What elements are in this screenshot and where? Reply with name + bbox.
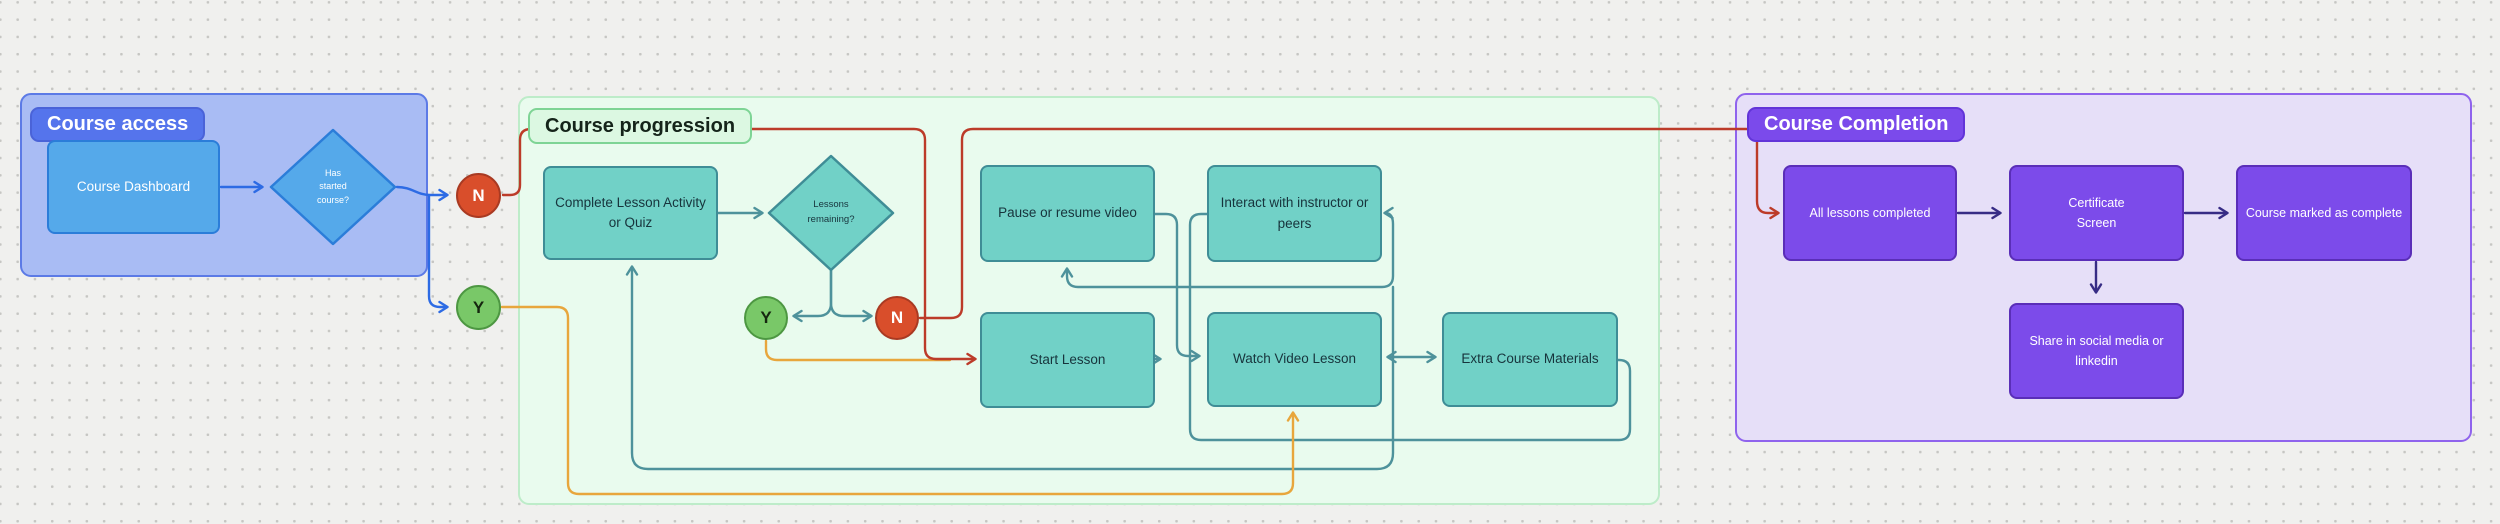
section-course-progression[interactable]: [518, 96, 1660, 505]
connector-loop-back-to-activity[interactable]: [625, 265, 1395, 471]
connector-lessons-remaining-to-y[interactable]: [792, 268, 833, 323]
diamond-label: Has started course?: [316, 167, 350, 205]
connector-watch-pause-interact-loop[interactable]: [1060, 206, 1395, 289]
node-extra-course-materials[interactable]: Extra Course Materials: [1442, 312, 1618, 407]
node-share-social-media[interactable]: Share in social media or linkedin: [2009, 303, 2184, 399]
connector-has-started-to-n1[interactable]: [395, 185, 449, 202]
section-label-course-completion[interactable]: Course Completion: [1747, 107, 1966, 142]
section-course-completion[interactable]: [1735, 93, 2472, 442]
node-no-branch-access[interactable]: N: [456, 173, 501, 218]
node-complete-lesson-activity[interactable]: Complete Lesson Activity or Quiz: [543, 166, 718, 260]
node-all-lessons-completed[interactable]: All lessons completed: [1783, 165, 1957, 261]
node-watch-video-lesson[interactable]: Watch Video Lesson: [1207, 312, 1382, 407]
connector-lessons-remaining-to-n[interactable]: [829, 268, 873, 323]
connector-pause-to-watch[interactable]: [1153, 212, 1201, 363]
node-yes-branch-progression[interactable]: Y: [744, 296, 788, 340]
connector-y1-to-watch-video[interactable]: [500, 305, 1300, 496]
connector-has-started-to-y1[interactable]: [427, 194, 449, 314]
diamond-shape: [269, 128, 397, 246]
node-pause-or-resume-video[interactable]: Pause or resume video: [980, 165, 1155, 262]
node-course-dashboard[interactable]: Course Dashboard: [47, 140, 220, 234]
connector-y2-to-start-lesson[interactable]: [764, 339, 952, 362]
section-label-course-progression[interactable]: Course progression: [528, 108, 753, 144]
node-lessons-remaining-decision[interactable]: Lessons remaining?: [767, 154, 895, 272]
node-certificate-screen[interactable]: Certificate Screen: [2009, 165, 2184, 261]
diamond-label: Lessons remaining?: [807, 199, 855, 225]
node-interact-with-instructor[interactable]: Interact with instructor or peers: [1207, 165, 1382, 262]
node-yes-branch-access[interactable]: Y: [456, 285, 501, 330]
node-no-branch-progression[interactable]: N: [875, 296, 919, 340]
section-label-course-access[interactable]: Course access: [30, 107, 206, 142]
diamond-shape: [767, 154, 895, 272]
node-course-marked-complete[interactable]: Course marked as complete: [2236, 165, 2412, 261]
connector-n2-to-all-lessons[interactable]: [918, 127, 1780, 320]
node-start-lesson[interactable]: Start Lesson: [980, 312, 1155, 408]
node-has-started-course-decision[interactable]: Has started course?: [269, 128, 397, 246]
